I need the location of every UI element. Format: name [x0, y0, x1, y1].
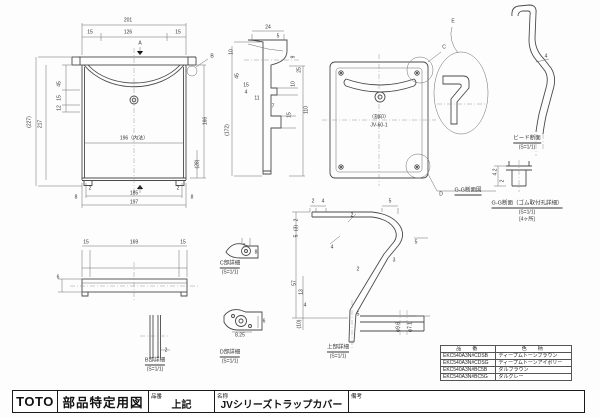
part-number-cell: EKC540A3N#CDSG — [439, 359, 497, 367]
part-number-cell: 品番 上記 — [149, 391, 215, 412]
color-name-cell: ディープムトーンアイボリー — [495, 359, 572, 367]
color-name-cell: ダルグレー — [495, 373, 572, 381]
parts-table-header-color: 色 柄 — [495, 345, 572, 353]
gg-section-detail — [494, 160, 532, 192]
color-name-cell: ダルブラウン — [495, 366, 572, 374]
remarks-cell: 備考 — [349, 391, 584, 412]
part-name-label: 名称 — [217, 394, 229, 400]
upper-detail-dimension-lines — [292, 205, 430, 330]
parts-table-header-no: 品 番 — [439, 345, 497, 353]
part-number-cell: EKC540A3N#BC5B — [439, 366, 497, 374]
detail-b — [140, 315, 170, 358]
detail-d — [223, 309, 263, 333]
bead-section-profile — [511, 4, 556, 156]
detail-e — [433, 51, 489, 135]
upper-section-detail — [311, 211, 425, 350]
side-view — [247, 39, 288, 175]
part-number-value: 上記 — [171, 399, 192, 411]
front-view — [71, 56, 209, 186]
plan-view-dimension-lines — [58, 245, 188, 293]
title-block: TOTO 部品特定用図 品番 上記 名称 JVシリーズトラップカバー 備考 — [12, 390, 585, 413]
detail-c — [225, 238, 259, 259]
plan-view — [70, 262, 200, 300]
part-number-cell: EKC540A3N#BC5G — [439, 373, 497, 381]
back-view — [322, 26, 496, 192]
document-type-title: 部品特定用図 — [58, 391, 149, 412]
part-name-cell: 名称 JVシリーズトラップカバー — [215, 391, 349, 412]
side-view-dimension-lines — [231, 30, 305, 177]
remarks-label: 備考 — [351, 394, 363, 400]
toto-logo: TOTO — [13, 391, 58, 412]
front-view-dimension-lines — [35, 23, 206, 208]
color-name-cell: ディープムトーンブラウン — [495, 352, 572, 360]
part-number-cell: EKC540A3N#CDSB — [439, 352, 497, 360]
part-number-label: 品番 — [151, 394, 163, 400]
part-name-value: JVシリーズトラップカバー — [220, 399, 343, 411]
